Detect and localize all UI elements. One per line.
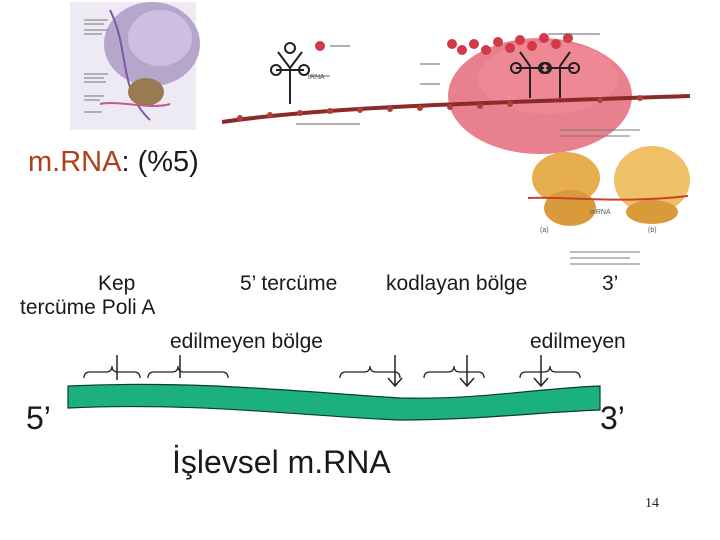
title-mrna: m.RNA: [28, 146, 122, 178]
bracket-3-utr: [519, 365, 581, 379]
trna-figure-label: tRNA: [308, 74, 325, 81]
ribosome-a-small: [544, 190, 596, 226]
amino-acid-chain: [315, 33, 573, 55]
label-kep: Kep: [98, 272, 136, 295]
bracket-cap: [83, 365, 141, 379]
cell-diagram-illustration: [70, 2, 200, 130]
ribosome-a-large: [532, 152, 600, 204]
label-3-prime: 3’: [602, 272, 619, 295]
bracket-5-utr: [147, 365, 229, 379]
translation-illustration: tRNA: [221, 33, 691, 154]
title-percent: : (%5): [121, 146, 199, 178]
page-number: 14: [645, 496, 659, 511]
strand-5-prime-end: 5’: [26, 400, 51, 436]
small-ribosome: [128, 78, 164, 106]
cell-text-lines: [84, 19, 108, 113]
panel-b-label: (b): [648, 227, 657, 234]
mrna-strand: [67, 383, 601, 421]
strand-3-prime-end: 3’: [600, 400, 625, 436]
arrow-3-utr: [533, 355, 549, 388]
label-untranslated-poly-a: tercüme Poli A: [20, 296, 156, 319]
region-brackets: [83, 365, 581, 379]
codon-marks: [237, 95, 643, 121]
panel-a-label: (a): [540, 227, 549, 234]
translation-label-lines: [296, 33, 600, 125]
arrow-coding-start: [387, 355, 403, 388]
arrow-coding-end: [459, 355, 475, 388]
bracket-coding-2: [423, 365, 485, 379]
trna-cloverleaf-3: [540, 51, 580, 98]
ribosome-mrna: [527, 195, 689, 201]
diagram-caption: İşlevsel m.RNA: [172, 444, 391, 480]
nucleus-inner: [128, 10, 192, 66]
mrna-figure-label: mRNA: [590, 209, 611, 216]
membrane-line: [109, 9, 151, 121]
label-coding-region: kodlayan bölge: [386, 272, 528, 295]
ribosome-subunits-illustration: (a) (b) mRNA: [527, 129, 690, 265]
small-mrna-strand: [99, 102, 171, 107]
label-5-utr-line1: 5’ tercüme: [240, 272, 338, 295]
slide-title: m.RNA: (%5): [28, 146, 199, 179]
trna-cloverleaf-1: [270, 42, 310, 104]
ribosome-highlight: [478, 42, 618, 114]
ribosome-b-small: [626, 200, 678, 224]
mrna-strand-top: [221, 94, 691, 124]
label-5-utr-line2: edilmeyen bölge: [170, 330, 323, 353]
label-untranslated-3: edilmeyen: [530, 330, 626, 353]
bracket-coding-1: [339, 365, 401, 379]
pointer-arrows: [116, 355, 549, 388]
